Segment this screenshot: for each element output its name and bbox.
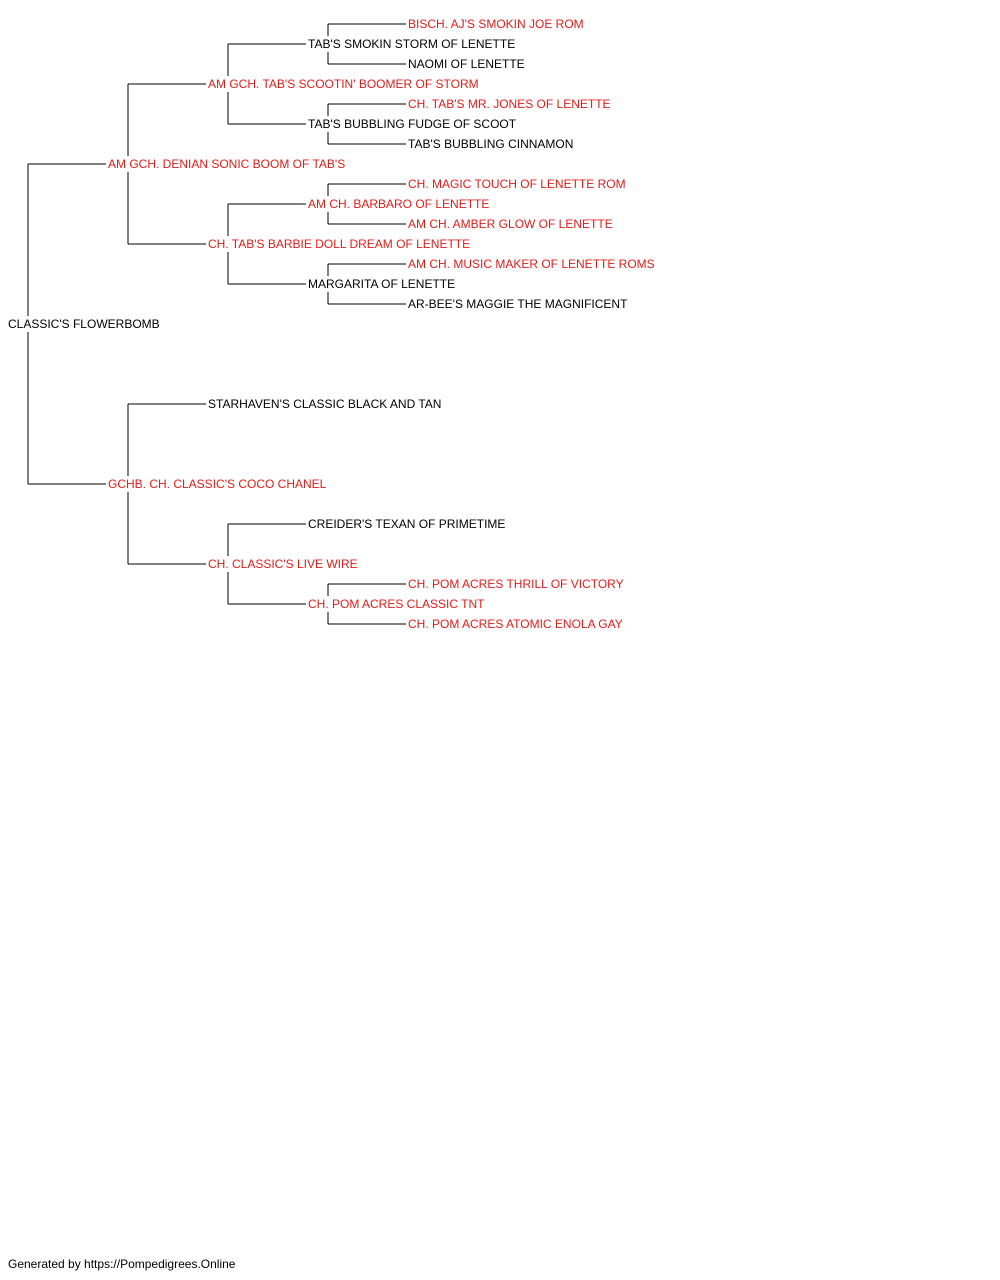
ancestor-name: TAB'S BUBBLING FUDGE OF SCOOT [308, 117, 517, 131]
ancestor-name: BISCH. AJ'S SMOKIN JOE ROM [408, 17, 584, 31]
ancestor-name: CREIDER'S TEXAN OF PRIMETIME [308, 517, 505, 531]
ancestor-name: CH. TAB'S BARBIE DOLL DREAM OF LENETTE [208, 237, 470, 251]
ancestor-name: AM CH. BARBARO OF LENETTE [308, 197, 489, 211]
ancestor-name: GCHB. CH. CLASSIC'S COCO CHANEL [108, 477, 327, 491]
ancestor-name: STARHAVEN'S CLASSIC BLACK AND TAN [208, 397, 441, 411]
ancestor-name: TAB'S BUBBLING CINNAMON [408, 137, 573, 151]
ancestor-name: NAOMI OF LENETTE [408, 57, 525, 71]
ancestor-name: CH. CLASSIC'S LIVE WIRE [208, 557, 358, 571]
ancestor-name: AM GCH. TAB'S SCOOTIN' BOOMER OF STORM [208, 77, 479, 91]
ancestor-name: CH. MAGIC TOUCH OF LENETTE ROM [408, 177, 626, 191]
ancestor-name: CH. POM ACRES ATOMIC ENOLA GAY [408, 617, 623, 631]
ancestor-name: AM GCH. DENIAN SONIC BOOM OF TAB'S [108, 157, 345, 171]
subject-dog-name: CLASSIC'S FLOWERBOMB [8, 317, 160, 331]
ancestor-name: CH. TAB'S MR. JONES OF LENETTE [408, 97, 611, 111]
ancestor-name: CH. POM ACRES THRILL OF VICTORY [408, 577, 624, 591]
ancestor-name: CH. POM ACRES CLASSIC TNT [308, 597, 485, 611]
ancestor-name: AM CH. MUSIC MAKER OF LENETTE ROMS [408, 257, 655, 271]
ancestor-name: TAB'S SMOKIN STORM OF LENETTE [308, 37, 515, 51]
ancestor-name: AM CH. AMBER GLOW OF LENETTE [408, 217, 613, 231]
ancestor-name: AR-BEE'S MAGGIE THE MAGNIFICENT [408, 297, 628, 311]
footer-credit: Generated by https://Pompedigrees.Online [8, 1257, 236, 1271]
ancestor-name: MARGARITA OF LENETTE [308, 277, 455, 291]
